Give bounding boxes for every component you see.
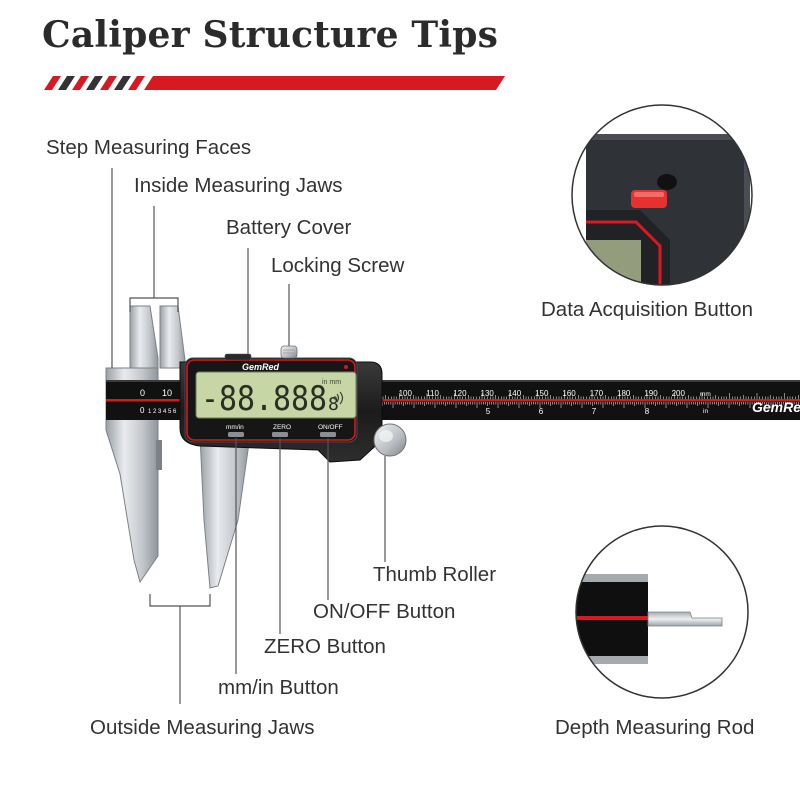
mm-scale-label: 170 [590,389,604,398]
mm-unit-label: mm [700,391,711,398]
fixed-inside-jaw [129,305,159,369]
jaw-in-label: 0 [140,406,145,415]
mm-scale-label: 100 [399,389,413,398]
mmin-button-label: mm/in [226,424,244,431]
in-scale-labels: 5 6 7 8 [486,407,650,416]
jaw-scale-digits: 1 2 3 4 5 6 [148,409,177,415]
mm-scale-label: 140 [508,389,522,398]
mm-scale-label: 160 [562,389,576,398]
mm-scale-label: 110 [426,389,439,398]
zero-button-label: ZERO [273,424,291,431]
zero-button[interactable] [272,432,288,437]
in-scale-label: 6 [539,407,544,416]
in-unit-label: in [703,408,708,415]
label-inside-measuring-jaws: Inside Measuring Jaws [134,174,343,197]
label-data-acquisition-button: Data Acquisition Button [541,298,753,321]
mm-scale-label: 200 [672,389,686,398]
onoff-button-label: ON/OFF [318,424,343,431]
in-scale-label: 5 [486,407,491,416]
stripe-divider-icon [44,76,505,90]
data-button-zoom [571,104,753,286]
mmin-button[interactable] [228,432,244,437]
in-scale-ticks [371,402,799,408]
lcd-display [195,371,357,419]
label-thumb-roller: Thumb Roller [373,563,497,586]
label-outside-measuring-jaws: Outside Measuring Jaws [90,716,315,739]
mm-scale-label: 190 [644,389,658,398]
label-locking-screw: Locking Screw [271,254,405,277]
label-step-measuring-faces: Step Measuring Faces [46,136,252,159]
thumb-roller[interactable] [373,423,407,457]
label-depth-measuring-rod: Depth Measuring Rod [555,716,755,739]
movable-outside-jaw [199,435,251,589]
label-mmin-button: mm/in Button [218,676,339,699]
jaw-scale-label-0: 0 [140,388,145,398]
lcd-unit: in mm [322,379,341,386]
label-zero-button: ZERO Button [264,635,386,658]
housing-brand-logo: GemRed [242,362,280,372]
jaw-scale-label-10: 10 [162,388,172,398]
movable-inside-jaw [159,305,187,369]
mm-scale-label: 150 [535,389,549,398]
label-battery-cover: Battery Cover [226,216,352,239]
page-title: Caliper Structure Tips [42,14,499,56]
lcd-reading: -88.888 [201,379,327,419]
leader-lines [111,168,386,704]
depth-rod-zoom [575,525,749,699]
in-scale-label: 8 [645,407,650,416]
onoff-button[interactable] [320,432,336,437]
beam-brand-logo: GemRed [752,399,800,415]
mm-scale-label: 130 [481,389,495,398]
mm-scale-label: 180 [617,389,631,398]
mm-scale-label: 120 [453,389,467,398]
wireless-icon [333,391,344,405]
label-onoff-button: ON/OFF Button [313,600,456,623]
lcd-suffix: 8 [328,394,339,415]
in-scale-label: 7 [592,407,597,416]
locking-screw [280,345,298,359]
battery-cover [224,353,252,361]
